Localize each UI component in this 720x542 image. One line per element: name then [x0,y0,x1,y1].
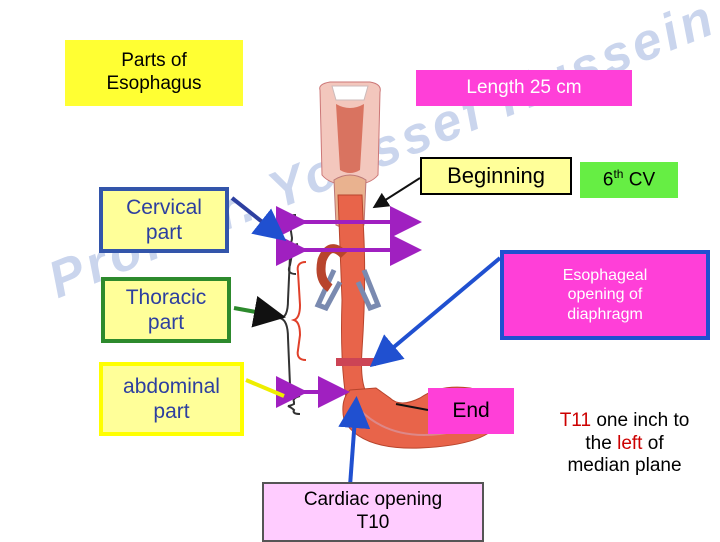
cervical-line2: part [145,221,183,244]
thoracic-bracket-red [290,261,307,361]
cv-sup: th [613,167,624,182]
cervical-line1: Cervical [126,195,202,219]
cervical-pointer [230,196,287,241]
cardiac-line1: Cardiac opening [303,489,443,511]
whole-bracket [279,243,299,393]
t11-the: the [585,432,618,454]
thoracic-line1: Thoracic [125,285,207,309]
t11-rest1: one inch to [591,409,690,431]
cv-number: 6 [602,169,614,191]
thoracic-line2: part [147,311,185,334]
parts-title-line1: Parts of [121,50,187,72]
cv-suffix: CV [623,169,656,191]
parts-title-line2: Esophagus [106,73,202,94]
beginning-pointer [372,177,421,209]
t11-code: T11 [559,409,592,431]
t11-left: left [617,432,643,454]
esophagus-tube [337,194,367,399]
end-pointer [395,403,429,411]
abdominal-line1: abdominal [123,374,220,398]
t11-of: of [642,432,664,454]
beginning-label: Beginning [420,157,572,195]
eso-opening-line2: opening of [567,286,643,304]
end-label: End [428,388,514,434]
length-text: Length 25 cm [466,76,582,98]
cardiac-pointer [338,396,371,487]
eso-opening-line1: Esophageal [562,267,648,285]
abdominal-pointer [245,378,285,398]
t11-note: T11 one inch to the left of median plane [532,394,717,494]
t11-line3: median plane [567,455,682,477]
cv6-label: 6th CV [580,162,678,198]
thoracic-pointer [233,295,286,328]
cardiac-line2: T10 [356,512,390,533]
eso-opening-pointer [369,256,502,368]
eso-opening-line3: diaphragm [567,305,643,323]
diaphragm-band [336,358,376,366]
abdominal-bracket [287,395,301,415]
beginning-text: Beginning [447,162,545,188]
length-label: Length 25 cm [416,70,632,106]
abdominal-line2: part [153,400,190,423]
end-text: End [452,399,490,423]
